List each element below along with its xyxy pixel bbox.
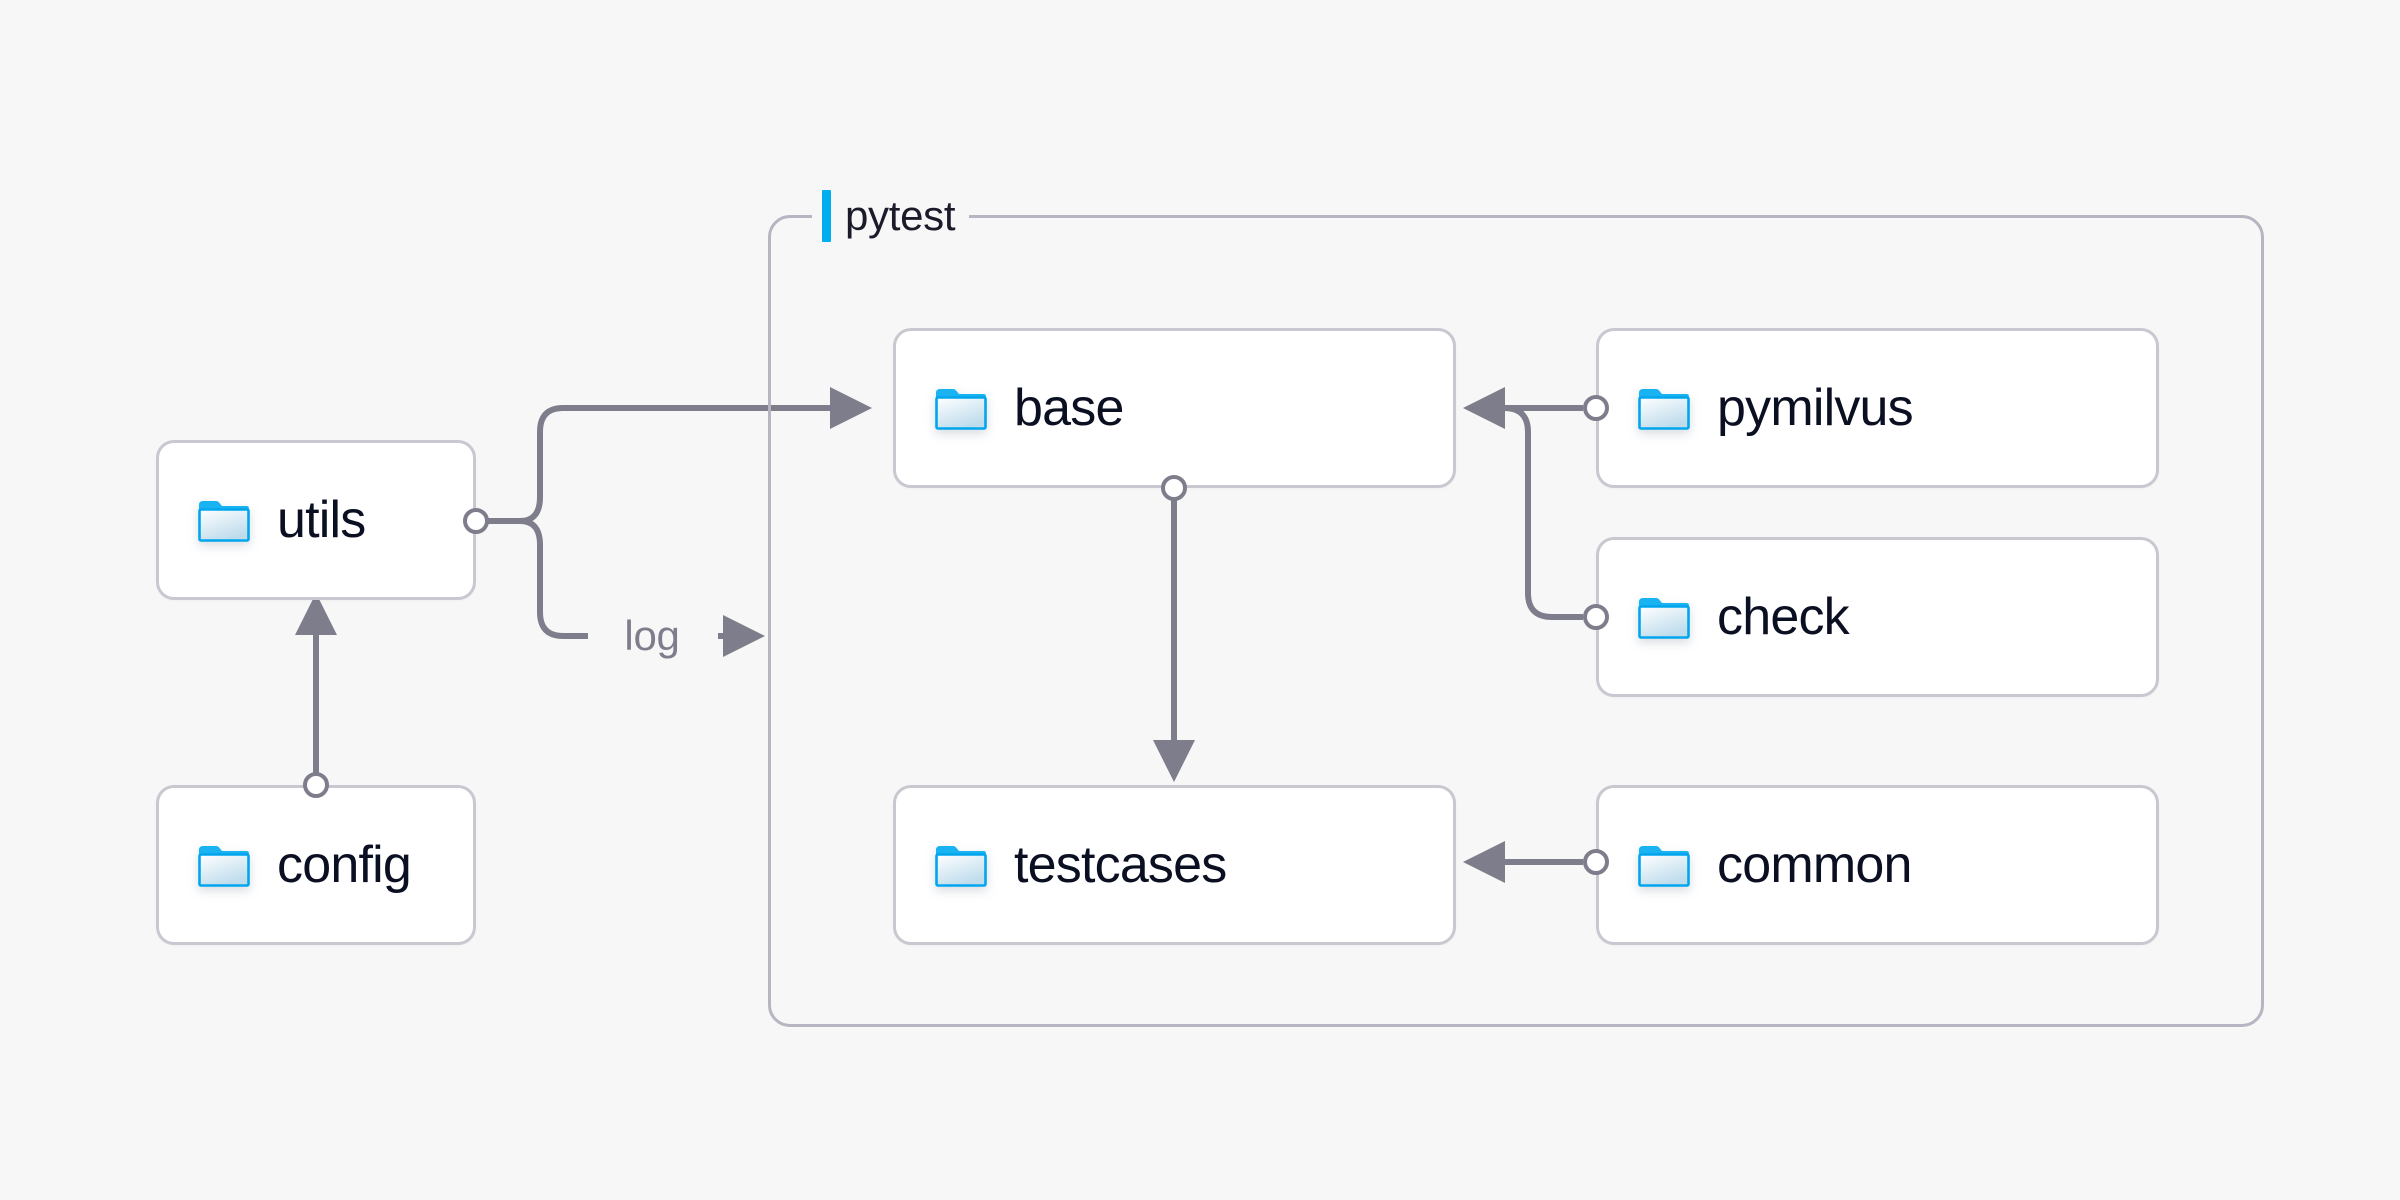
node-check[interactable]: check xyxy=(1596,537,2159,697)
node-common[interactable]: common xyxy=(1596,785,2159,945)
folder-icon xyxy=(1638,598,1690,639)
group-pytest-title: pytest xyxy=(812,188,970,244)
node-config-label: config xyxy=(277,836,412,894)
port-common-left[interactable] xyxy=(1583,849,1609,875)
port-check-left[interactable] xyxy=(1583,604,1609,630)
node-base-label: base xyxy=(1014,379,1124,437)
group-accent-bar-icon xyxy=(822,190,831,242)
node-utils[interactable]: utils xyxy=(156,440,476,600)
node-testcases[interactable]: testcases xyxy=(893,785,1456,945)
node-testcases-content: testcases xyxy=(896,836,1227,894)
node-testcases-label: testcases xyxy=(1014,836,1227,894)
folder-icon xyxy=(1638,846,1690,887)
node-base[interactable]: base xyxy=(893,328,1456,488)
port-config-top[interactable] xyxy=(303,772,329,798)
edge-label-log: log xyxy=(624,612,680,659)
node-utils-label: utils xyxy=(277,491,366,549)
folder-icon xyxy=(935,846,987,887)
folder-icon xyxy=(198,846,250,887)
group-pytest[interactable] xyxy=(768,215,2264,1027)
folder-icon xyxy=(935,389,987,430)
node-check-label: check xyxy=(1717,588,1850,646)
node-pymilvus-content: pymilvus xyxy=(1599,379,1914,437)
node-config[interactable]: config xyxy=(156,785,476,945)
edge-utils-to-log xyxy=(519,518,588,639)
folder-icon xyxy=(198,501,250,542)
group-pytest-label: pytest xyxy=(845,192,956,239)
node-common-content: common xyxy=(1599,839,1912,891)
node-config-content: config xyxy=(159,836,412,894)
node-common-label: common xyxy=(1717,836,1912,894)
node-check-content: check xyxy=(1599,588,1850,646)
node-base-content: base xyxy=(896,382,1124,434)
folder-icon xyxy=(1638,389,1690,430)
node-pymilvus-label: pymilvus xyxy=(1717,379,1914,437)
node-utils-content: utils xyxy=(159,491,366,549)
port-utils-right[interactable] xyxy=(463,508,489,534)
node-pymilvus[interactable]: pymilvus xyxy=(1596,328,2159,488)
port-pymilvus-left[interactable] xyxy=(1583,395,1609,421)
port-base-bottom[interactable] xyxy=(1161,475,1187,501)
